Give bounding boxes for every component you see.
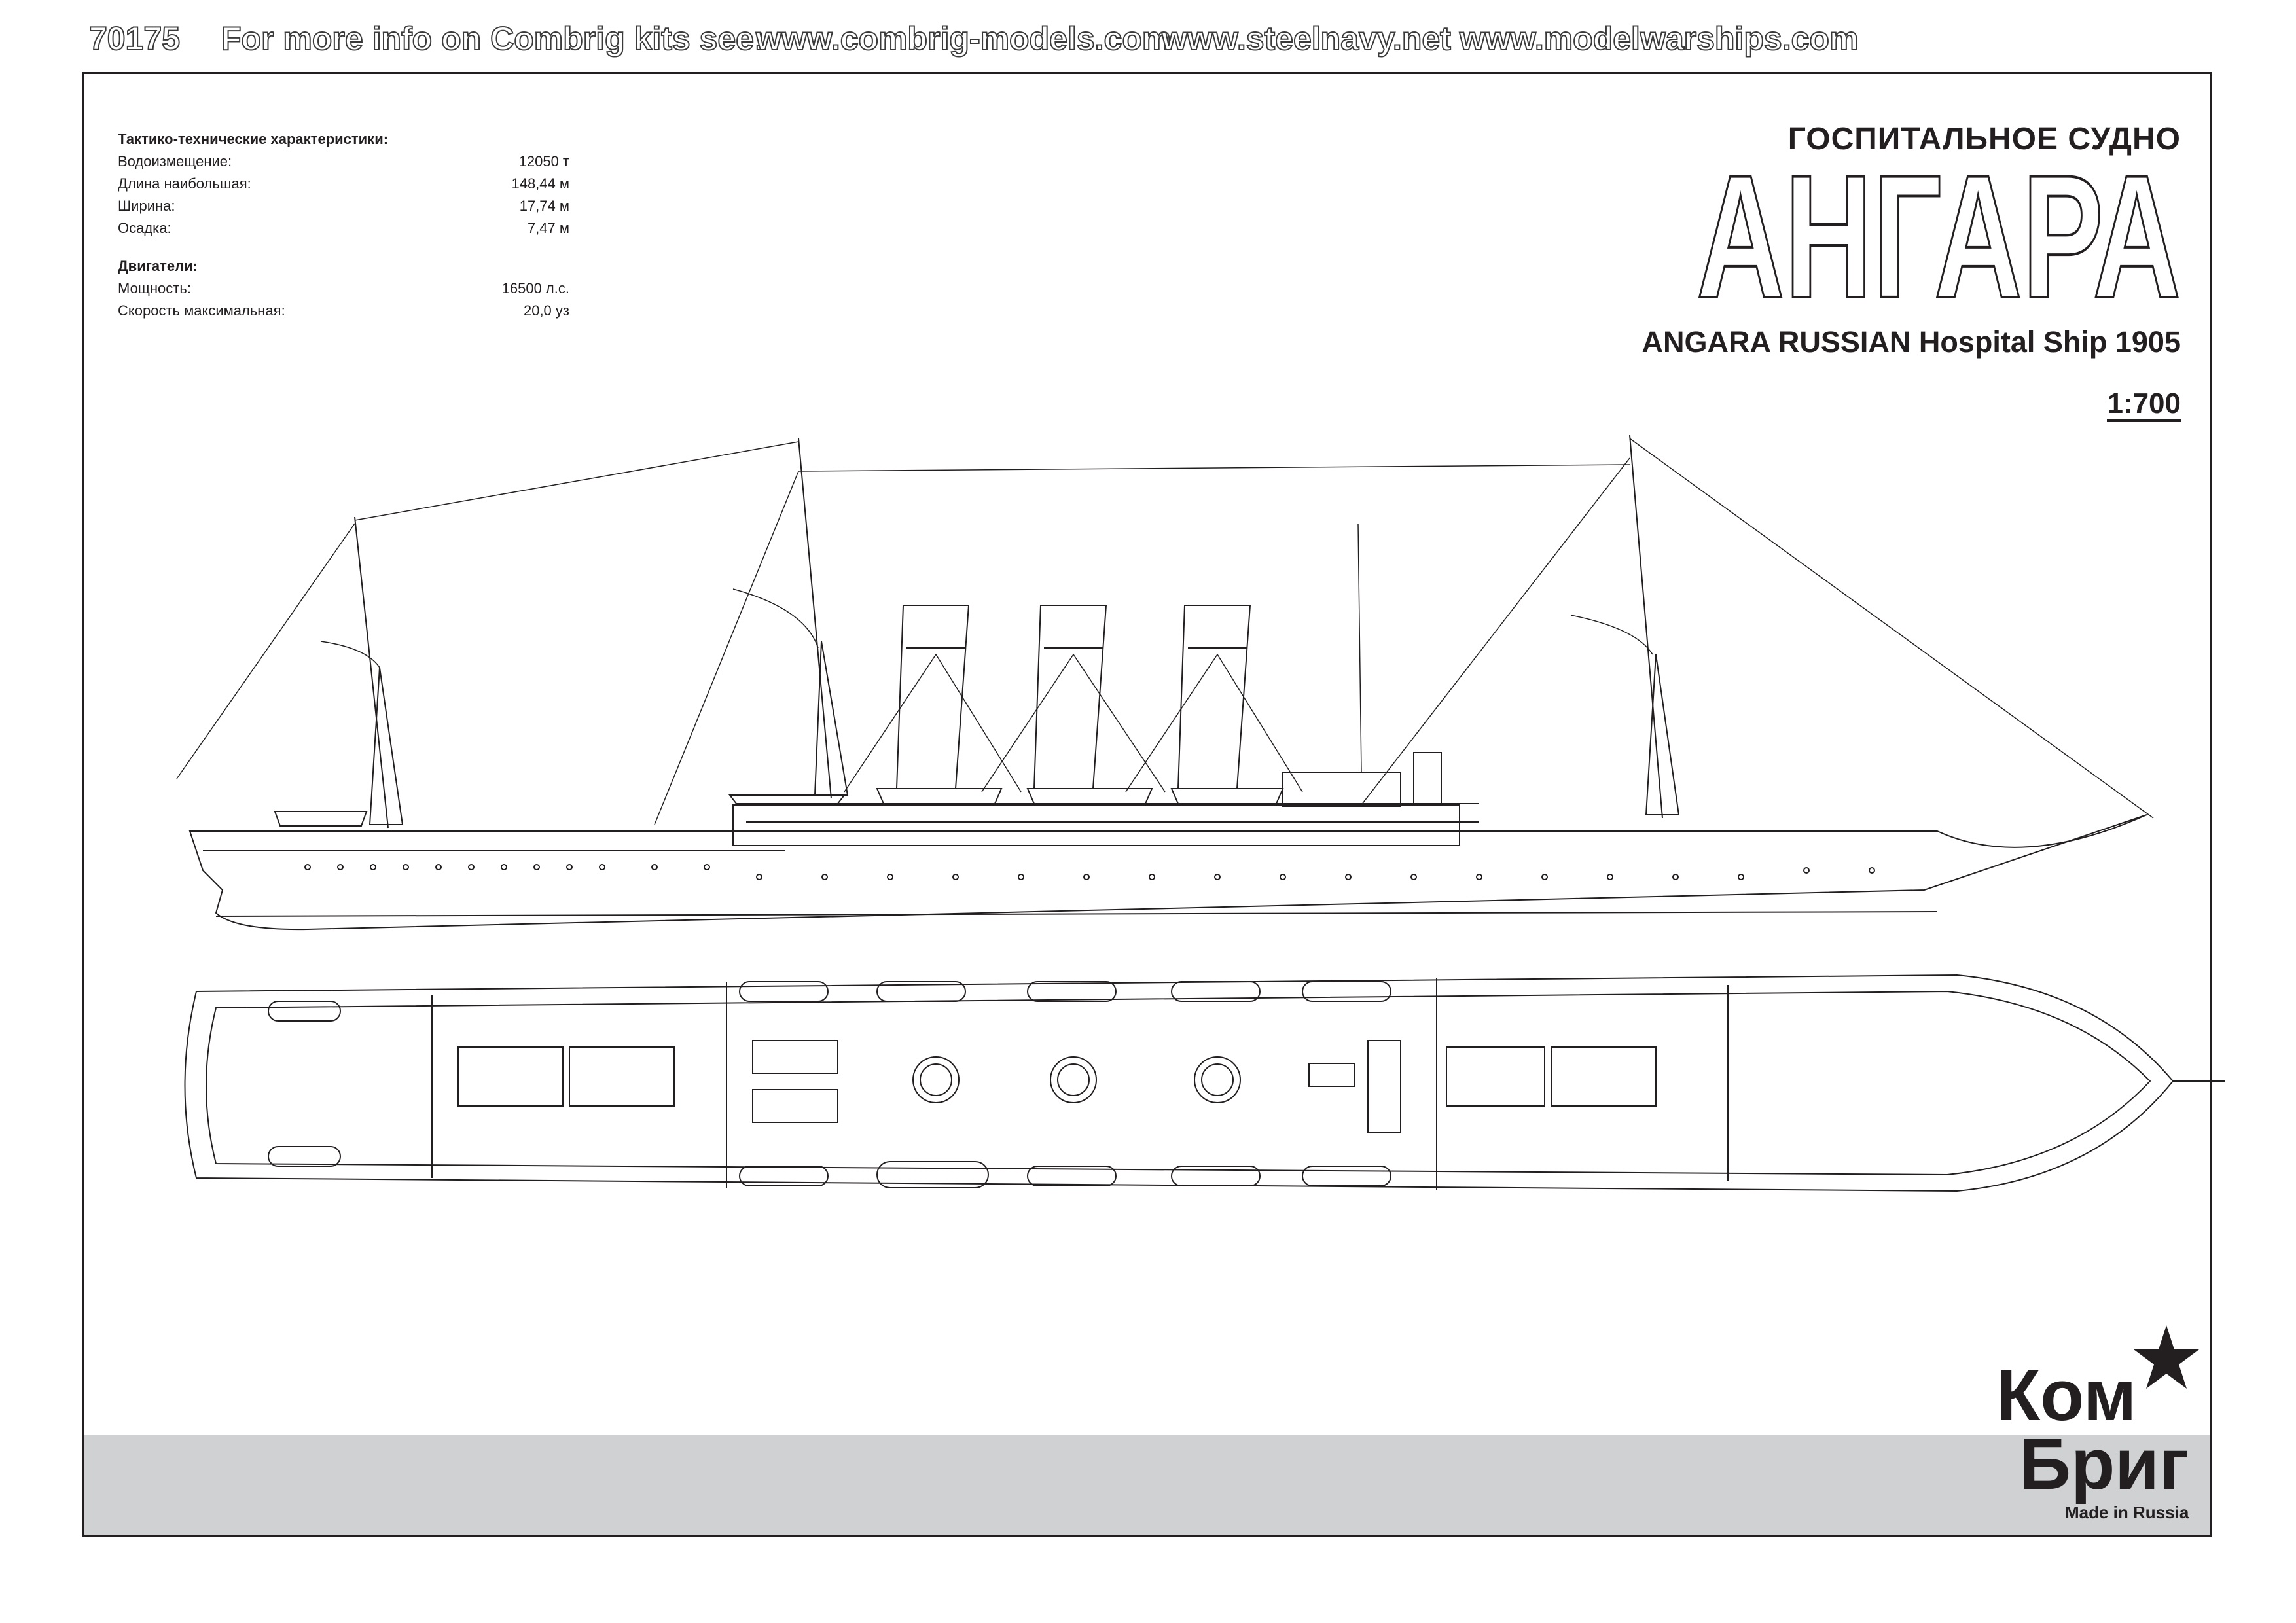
wheelhouse — [1413, 752, 1442, 806]
funnels-profile — [895, 605, 1251, 789]
combrig-logo: Ком Бриг — [1996, 1325, 2199, 1505]
lifeboats-profile — [274, 788, 1284, 827]
deck-outline — [184, 974, 2174, 1192]
spec-row-power: Мощность:16500 л.с. — [118, 280, 569, 296]
footer-info-text: For more info on Combrig kits see: — [221, 20, 766, 58]
ship-name-text: АНГАРА — [1696, 154, 2181, 312]
logo-line2: Бриг — [2019, 1424, 2189, 1505]
star-icon — [2134, 1325, 2199, 1389]
superstructure — [732, 804, 1460, 846]
spec-row-length: Длина наибольшая:148,44 м — [118, 175, 569, 192]
masts — [354, 435, 1680, 829]
logo-line1: Ком — [1996, 1355, 2136, 1436]
rigging — [176, 438, 2154, 825]
ship-type-title: ГОСПИТАЛЬНОЕ СУДНО — [1787, 122, 2181, 156]
drawing-frame — [82, 72, 2212, 1537]
specifications-block: Тактико-технические характеристики: Водо… — [118, 128, 569, 322]
scale-label: 1:700 — [2107, 388, 2181, 422]
deck-hatches — [457, 1040, 1657, 1133]
footer-link-modelwarships[interactable]: www.modelwarships.com — [1459, 20, 1859, 58]
spec-row-beam: Ширина:17,74 м — [118, 198, 569, 214]
engines-header: Двигатели: — [118, 258, 198, 274]
deck-funnels — [912, 1056, 1241, 1103]
spec-row-draught: Осадка:7,47 м — [118, 220, 569, 236]
kit-number: 70175 — [88, 20, 181, 58]
spec-row-displacement: Водоизмещение:12050 т — [118, 153, 569, 169]
hull-outline — [188, 814, 2147, 931]
specs-header: Тактико-технические характеристики: — [118, 131, 389, 147]
spec-row-speed: Скорость максимальная:20,0 уз — [118, 302, 569, 319]
footer-link-steelnavy[interactable]: www.steelnavy.net — [1161, 20, 1452, 58]
footer-band — [84, 1435, 2210, 1535]
ship-english-title: ANGARA RUSSIAN Hospital Ship 1905 — [1641, 325, 2181, 359]
made-in-label: Made in Russia — [2065, 1503, 2189, 1522]
deck-lifeboats — [268, 981, 1391, 1188]
portholes — [304, 864, 1875, 880]
footer-link-combrig[interactable]: www.combrig-models.com — [755, 20, 1172, 58]
ship-name-title: АНГАРА — [1695, 154, 2181, 312]
